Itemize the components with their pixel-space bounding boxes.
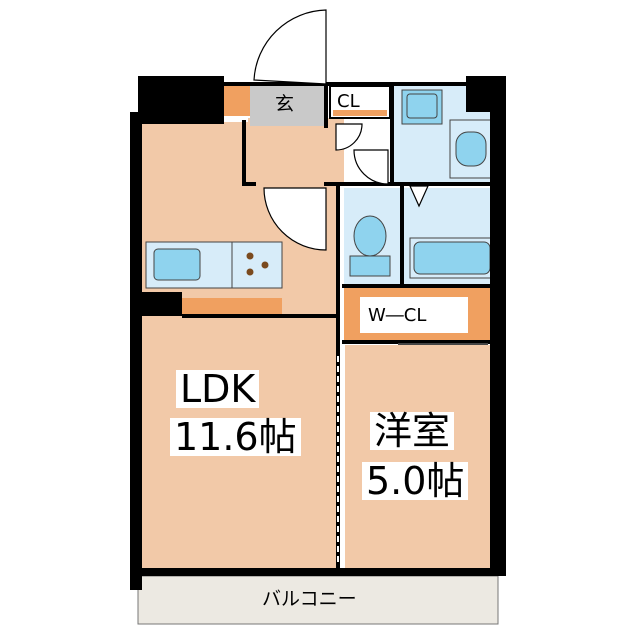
closet-shelf [333,110,387,116]
hallway-floor [248,118,344,182]
closet-label: CL [337,91,360,112]
washbasin-inner [406,93,438,119]
door-swings [253,9,429,251]
western-room-floor [345,345,497,574]
western-room-name-label: 洋室 [370,412,455,450]
walkin-closet-label: W―CL [368,305,427,326]
genkan-label: 玄 [275,93,295,115]
genkan-step [224,86,250,116]
walkin-closet-inner [360,297,468,333]
walls [130,76,506,590]
western-room-size-label: 5.0帖 [362,462,469,500]
ldk-name-label: LDK [176,370,260,408]
toilet-tank [349,255,391,277]
washing-machine-drum [455,131,487,167]
stove-burner [261,261,269,269]
ldk-size-label: 11.6帖 [170,418,301,456]
kitchen-sink [153,248,201,281]
toilet-bowl [353,215,387,257]
stove-burner [246,252,254,260]
balcony-label: バルコニー [262,588,357,610]
stove-burner [246,268,254,276]
bathtub-basin [413,241,491,275]
balcony-floor [137,575,499,625]
kitchen-shelf [176,298,282,314]
genkan-floor [250,86,326,126]
